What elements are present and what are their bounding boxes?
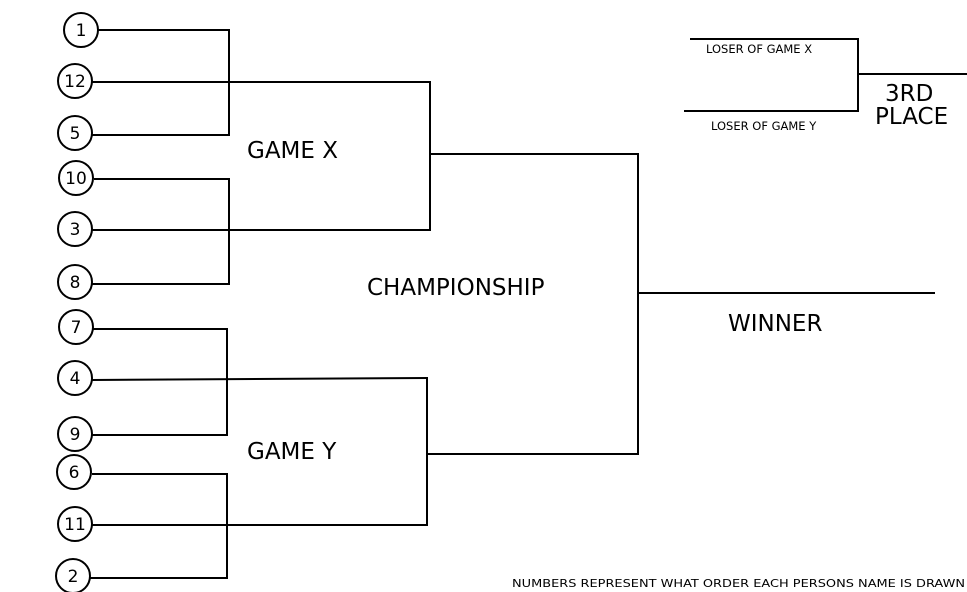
seed-10: 10 [58, 160, 94, 196]
seed-number: 11 [64, 515, 86, 535]
championship-label: CHAMPIONSHIP [367, 275, 545, 301]
seed-7: 7 [58, 309, 94, 345]
game-x-label: GAME X [247, 138, 338, 164]
seed-6: 6 [56, 454, 92, 490]
seed-8: 8 [57, 264, 93, 300]
third-place-label-line2: PLACE [875, 104, 948, 130]
seed-number: 3 [70, 220, 81, 240]
seed-number: 10 [65, 169, 87, 189]
seed-5: 5 [57, 115, 93, 151]
footer-note: NUMBERS REPRESENT WHAT ORDER EACH PERSON… [512, 577, 965, 590]
third-place-label-line1: 3RD [885, 81, 933, 107]
seed-number: 1 [76, 21, 87, 41]
seed-number: 6 [69, 463, 80, 483]
seed-circles: 1 12 5 10 3 8 [55, 12, 99, 592]
seed-number: 7 [71, 318, 82, 338]
seed-12: 12 [57, 63, 93, 99]
seed-4: 4 [57, 360, 93, 396]
loser-game-y-label: LOSER OF GAME Y [711, 119, 817, 133]
seed-line-4 [91, 377, 429, 381]
seed-2: 2 [55, 558, 91, 592]
seed-9: 9 [57, 416, 93, 452]
seed-number: 8 [70, 273, 81, 293]
winner-label: WINNER [728, 311, 822, 337]
bracket-lines [88, 29, 967, 579]
seed-3: 3 [57, 211, 93, 247]
seed-11: 11 [57, 506, 93, 542]
seed-number: 12 [64, 72, 86, 92]
seed-1: 1 [63, 12, 99, 48]
loser-game-x-label: LOSER OF GAME X [706, 42, 812, 56]
game-y-label: GAME Y [247, 439, 337, 465]
seed-number: 2 [68, 567, 79, 587]
seed-number: 5 [70, 124, 81, 144]
seed-number: 9 [70, 425, 81, 445]
seed-number: 4 [70, 369, 81, 389]
